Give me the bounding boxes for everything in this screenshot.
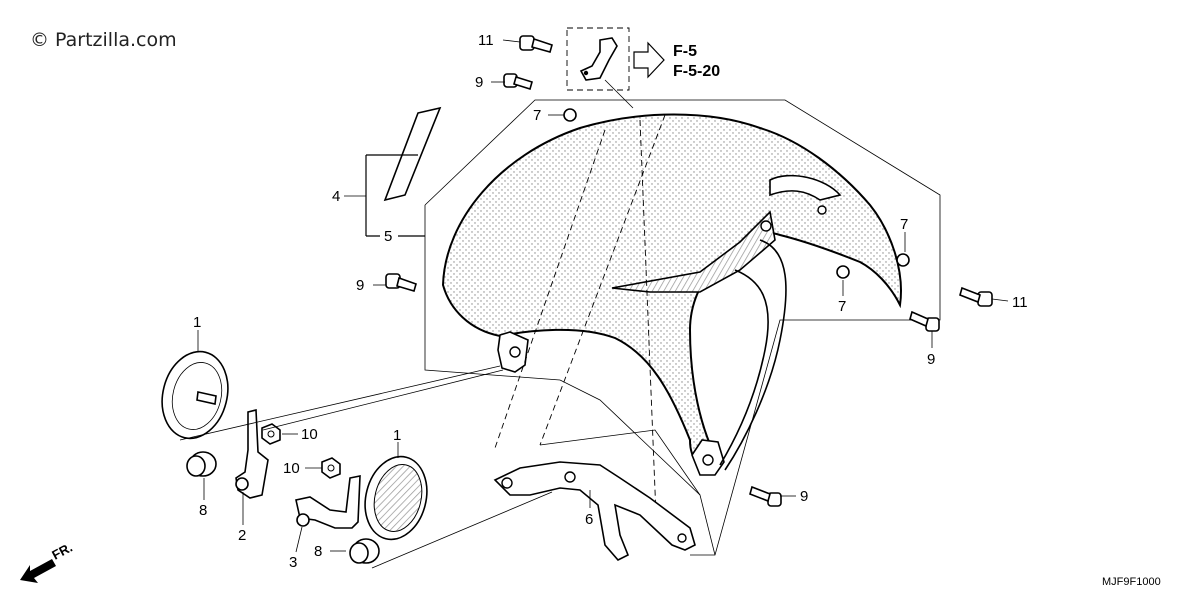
fender-stay [719,269,769,466]
reference-line-1: F-5 [673,43,697,60]
diagram-code: MJF9F1000 [1102,576,1161,588]
callout-2: 2 [238,527,246,544]
callouts: 11 9 7 4 5 9 1 1 10 10 8 2 3 8 6 7 7 11 … [193,32,1028,571]
front-direction-indicator: FR. [20,540,75,583]
callout-11-top: 11 [478,32,494,49]
front-fender [441,113,902,476]
callout-9-bottom: 9 [800,488,808,505]
bolt-11-top [519,35,553,53]
mud-guard-bracket [579,37,618,81]
front-label: FR. [49,540,75,563]
reference-arrow-icon [633,41,665,79]
callout-8-left: 8 [199,502,207,519]
callout-6: 6 [585,511,593,528]
callout-1-right: 1 [393,427,401,444]
callout-1-left: 1 [193,314,201,331]
reflector-stay-left [235,408,269,499]
bolt-9-top [503,73,533,91]
fender-flap [611,210,776,293]
nut-7-right [896,253,910,267]
callout-7-right: 7 [900,216,908,233]
grommet-8-left [186,451,217,477]
grommet-8-right [349,538,380,564]
reference-bracket-group [566,27,630,91]
nut-10-upper [261,423,281,445]
bolt-9-right [909,310,940,332]
nut-7-top [563,108,577,122]
callout-3: 3 [289,554,297,571]
callout-8-right: 8 [314,543,322,560]
watermark: © Partzilla.com [30,29,177,51]
callout-9-right: 9 [927,351,935,368]
fender-decal-strip [383,106,442,202]
callout-5: 5 [384,228,392,245]
bolt-9-left [385,273,417,292]
callout-10-lower: 10 [283,460,300,477]
bolt-9-bottom [749,485,782,507]
nut-7-mid [836,265,850,279]
bracket-4-5 [365,154,425,237]
callout-7-mid: 7 [838,298,846,315]
front-arrow-icon [20,559,56,583]
reflector-right [364,455,428,541]
callout-10-upper: 10 [301,426,318,443]
assembly-guides [494,114,666,516]
reflector-left [161,350,229,440]
callout-11-right: 11 [1012,294,1028,311]
nut-10-lower [321,457,341,479]
fender-brace [493,461,696,561]
callout-7-top: 7 [533,107,541,124]
callout-4: 4 [332,188,340,205]
callout-9-left: 9 [356,277,364,294]
fender-rear-hook [769,174,842,201]
bolt-11-right [959,286,993,307]
callout-9-top: 9 [475,74,483,91]
reference-line-2: F-5-20 [673,63,720,80]
leader-lines [179,39,1009,569]
hardware [261,35,993,507]
assembly-frame [424,99,941,556]
